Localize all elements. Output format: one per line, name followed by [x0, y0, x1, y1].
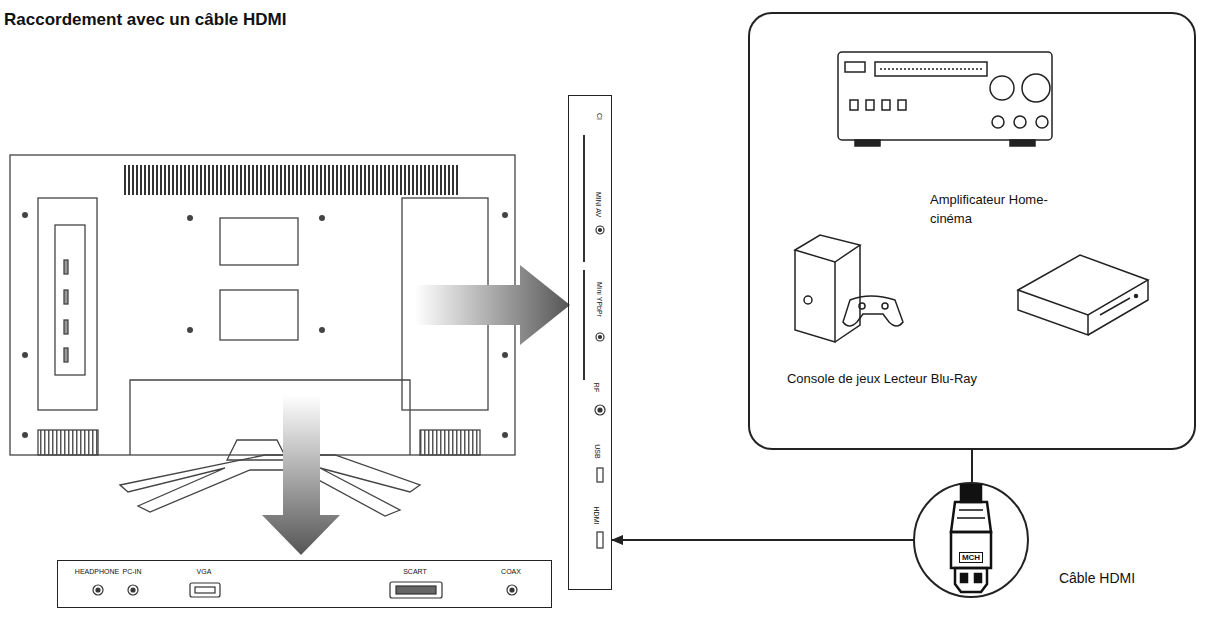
diagram-title: Raccordement avec un câble HDMI [4, 10, 286, 30]
port-label: PC-IN [122, 568, 141, 575]
bottom-ports [93, 582, 517, 598]
tv-back [10, 155, 515, 516]
side-ports [584, 135, 605, 548]
device-label: Console de jeux Lecteur Blu-Ray [787, 371, 977, 386]
side-panel: CI MINI AV Mini YPbPrRF USB HDMI [568, 95, 612, 590]
port-label: HEADPHONE [75, 568, 119, 575]
port-label: VGA [197, 568, 212, 575]
port-label: MINI AV [596, 191, 603, 216]
connector [971, 450, 973, 482]
connector [612, 539, 913, 541]
zoom-arrow [415, 265, 570, 345]
port-label: CI [596, 113, 603, 120]
cable-callout: MCHCâble HDMI [913, 482, 1029, 598]
game-console [795, 235, 903, 342]
zoom-arrow [262, 395, 340, 555]
port-label: HDMI [593, 506, 600, 524]
device-label: Amplificateur Home-cinéma [930, 191, 1050, 229]
device-group: Amplificateur Home-cinémaConsole de jeux… [748, 12, 1196, 450]
cable-marking: MCH [959, 552, 983, 563]
bottom-panel: HEADPHONEPC-IN VGA SCART COAX [57, 560, 552, 608]
bluray-player [1018, 255, 1148, 335]
hdmi-plug [915, 484, 1027, 596]
device-label: Câble HDMI [1059, 570, 1135, 586]
port-label: RF [594, 382, 601, 391]
port-label: COAX [501, 568, 521, 575]
port-label: USB [594, 444, 601, 458]
port-label: Mini YPbPr [595, 282, 602, 317]
port-label: SCART [403, 568, 427, 575]
amplifier [838, 52, 1052, 146]
